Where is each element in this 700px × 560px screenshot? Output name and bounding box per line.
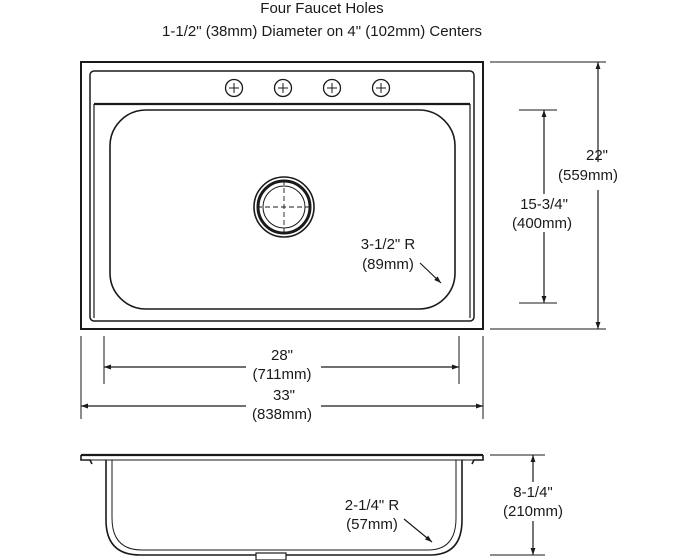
overall-width-imperial: 33" — [273, 387, 295, 404]
overall-width-metric: (838mm) — [252, 406, 312, 423]
corner-radius-imperial: 3-1/2" R — [361, 236, 416, 253]
bowl-height-imperial: 15-3/4" — [520, 196, 568, 213]
dim-bowl-width: 28" (711mm) — [103, 336, 460, 384]
side-view: 2-1/4" R (57mm) — [80, 453, 484, 560]
sink-outline — [80, 61, 484, 330]
drain — [253, 176, 315, 238]
faucet-hole — [322, 78, 342, 98]
side-drain — [255, 552, 287, 560]
side-rim-right — [471, 455, 484, 465]
dim-depth: 8-1/4" (210mm) — [490, 454, 563, 556]
side-bowl-outline — [105, 460, 463, 556]
side-rim-left — [80, 455, 93, 465]
depth-imperial: 8-1/4" — [513, 484, 553, 501]
note-line-2: 1-1/2" (38mm) Diameter on 4" (102mm) Cen… — [162, 23, 482, 40]
dim-bowl-height: 15-3/4" (400mm) — [512, 109, 572, 304]
dim-overall-height: 22" (559mm) — [490, 61, 618, 330]
faucet-hole — [273, 78, 293, 98]
side-bowl-inner — [111, 460, 457, 551]
bottom-radius-imperial: 2-1/4" R — [345, 497, 400, 514]
bowl-outline — [109, 109, 456, 310]
bottom-radius-metric: (57mm) — [346, 516, 398, 533]
bowl-height-metric: (400mm) — [512, 215, 572, 232]
overall-height-metric: (559mm) — [558, 167, 618, 184]
note-line-1: Four Faucet Holes — [260, 0, 383, 17]
sink-rim — [89, 70, 475, 322]
dim-overall-width: 33" (838mm) — [80, 336, 484, 423]
depth-metric: (210mm) — [503, 503, 563, 520]
bottom-radius-leader — [403, 518, 433, 543]
corner-radius-metric: (89mm) — [362, 256, 414, 273]
top-view: 3-1/2" R (89mm) — [80, 61, 484, 330]
corner-radius-leader — [419, 262, 442, 284]
bowl-width-imperial: 28" — [271, 347, 293, 364]
bowl-width-metric: (711mm) — [253, 366, 312, 383]
overall-height-imperial: 22" — [586, 147, 608, 164]
faucet-hole — [224, 78, 244, 98]
faucet-hole — [371, 78, 391, 98]
